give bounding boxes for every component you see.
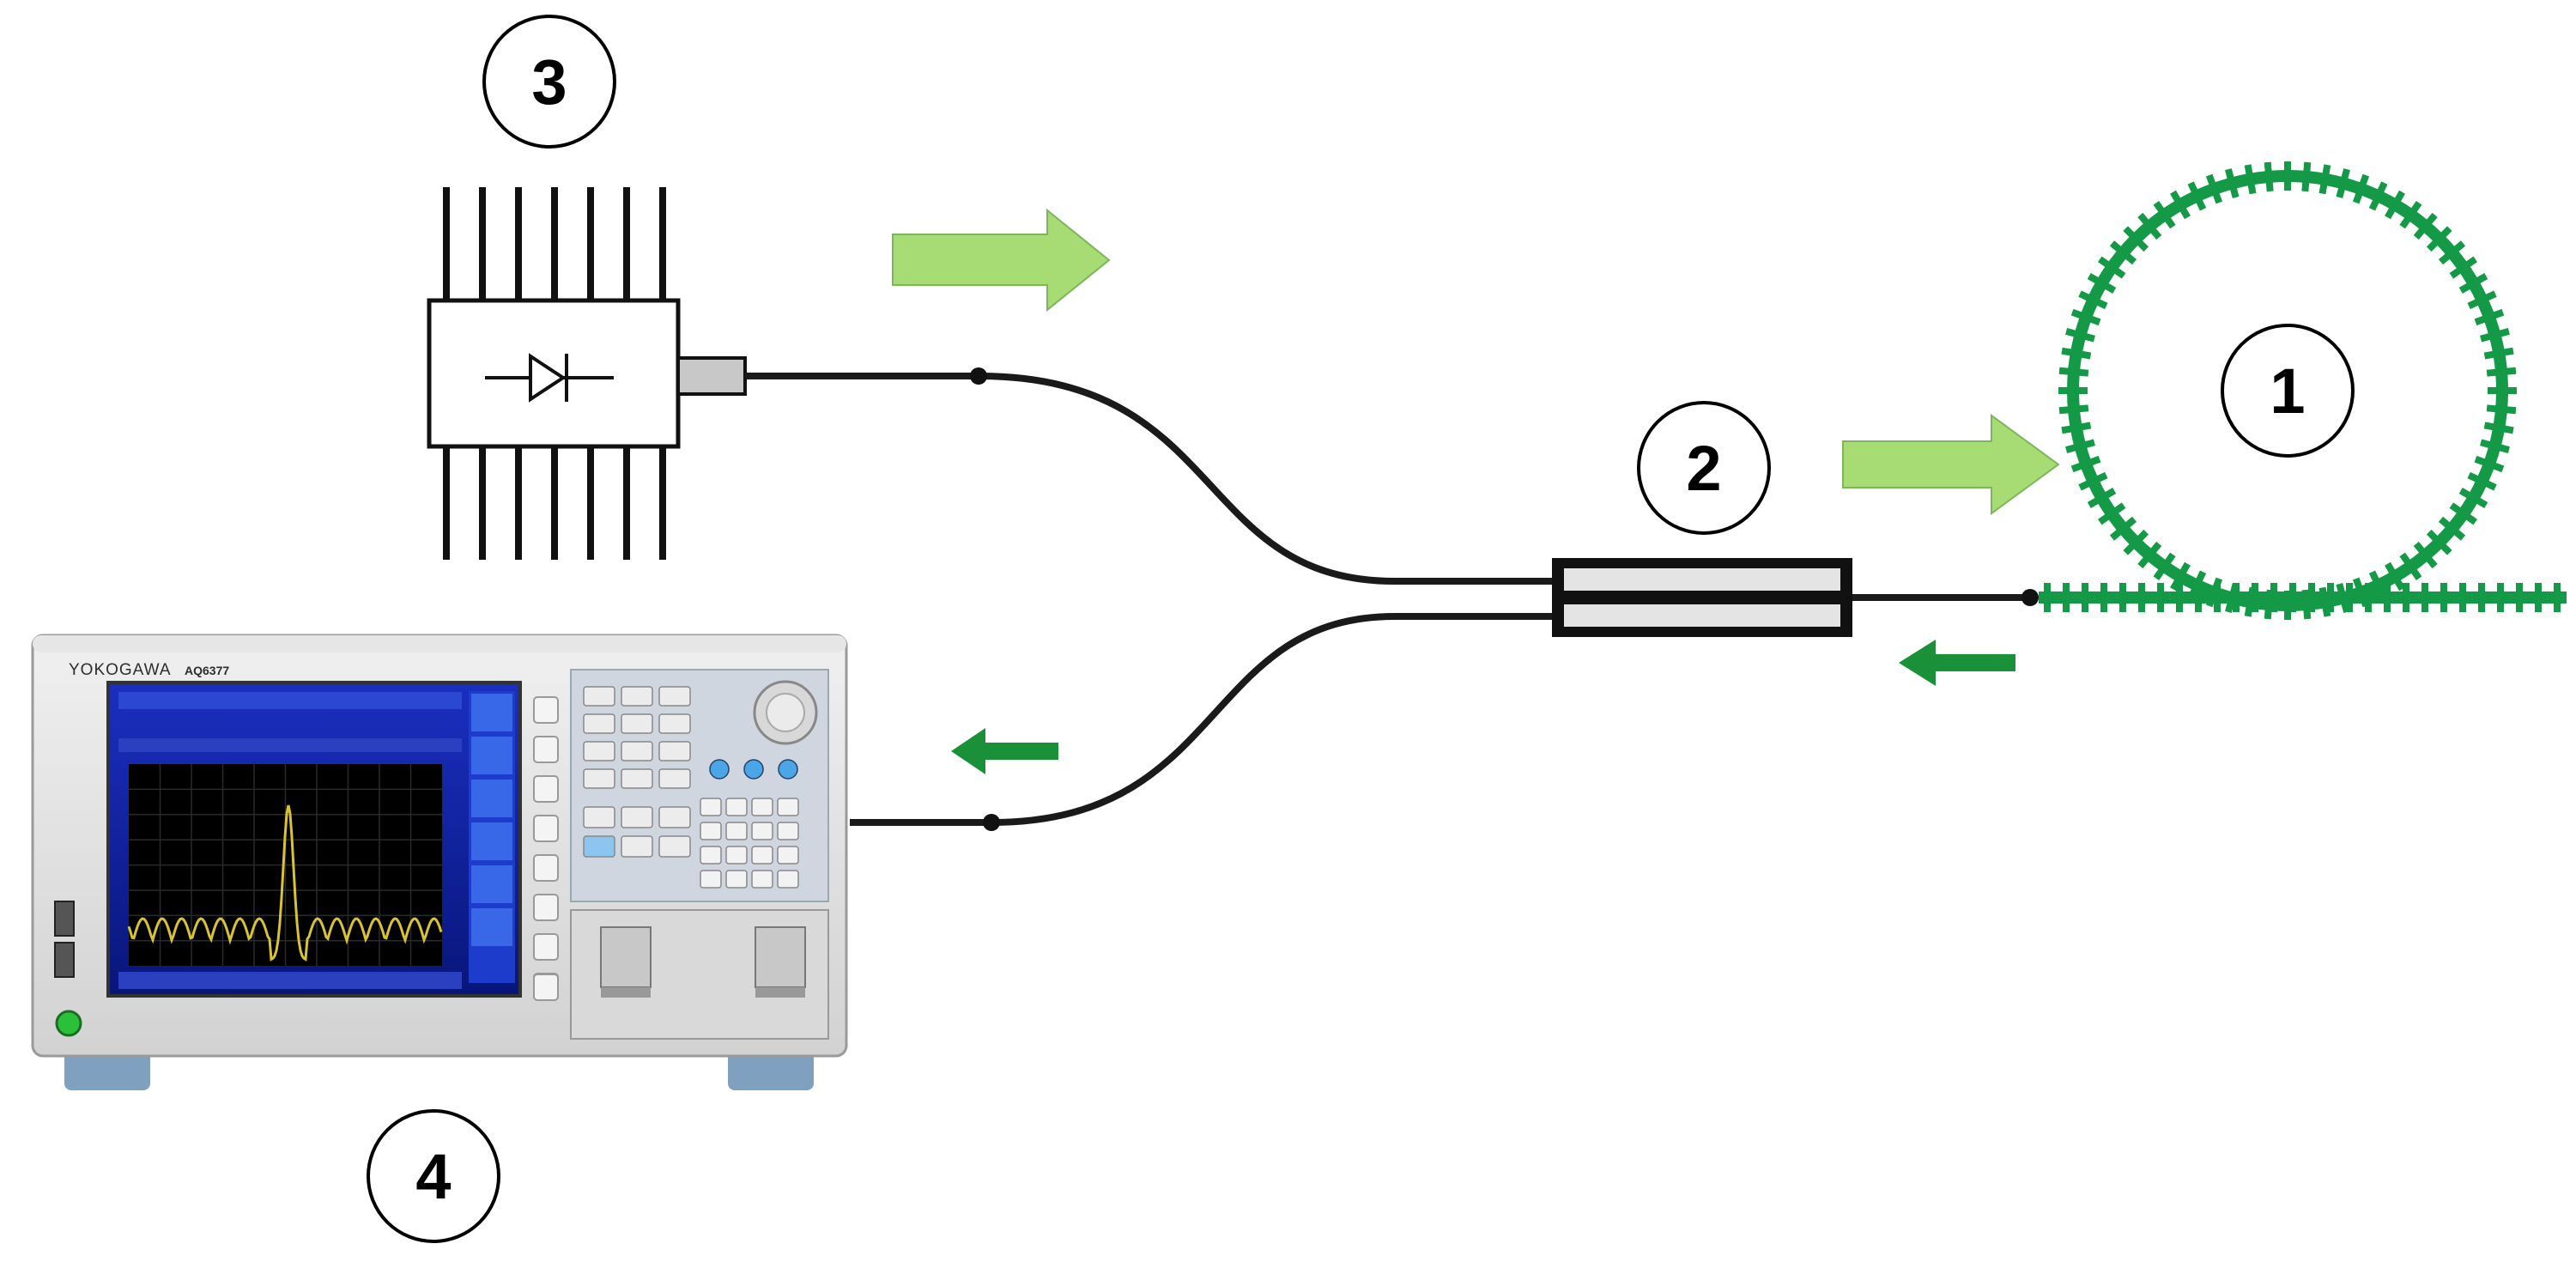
fiber-lead-ticks	[2044, 583, 2561, 612]
splice-point	[970, 367, 987, 385]
splice-point	[2021, 589, 2039, 606]
pump-laser-bottom-pins	[443, 446, 666, 560]
usb-port	[54, 942, 75, 978]
spectrum-grid	[129, 764, 442, 966]
label-3: 3	[482, 15, 616, 149]
coupler-upper-tube	[1564, 568, 1840, 591]
coupler	[1552, 558, 1852, 637]
splice-point	[983, 814, 1000, 831]
fiber-lines	[745, 373, 2030, 826]
backward-arrow-icon	[951, 728, 1058, 774]
svg-text:1: 1	[2270, 355, 2305, 427]
diode-icon	[485, 353, 614, 403]
power-button	[55, 1010, 82, 1037]
backward-arrow-icon	[1899, 640, 2015, 686]
optical-port	[755, 926, 806, 988]
forward-arrow-icon	[1842, 414, 2060, 515]
optical-port	[600, 926, 652, 988]
softkey-panel	[469, 691, 515, 983]
pump-fiber	[745, 373, 1558, 585]
label-4: 4	[367, 1109, 500, 1243]
svg-text:3: 3	[531, 46, 567, 118]
pump-laser-connector	[676, 356, 747, 396]
label-2: 2	[1637, 401, 1771, 535]
svg-text:2: 2	[1686, 433, 1721, 504]
usb-port	[54, 901, 75, 937]
analyzer-fiber	[850, 613, 1558, 826]
analyzer-model: AQ6377	[185, 664, 229, 677]
analyzer-brand: YOKOGAWA	[69, 661, 172, 679]
pump-laser-top-pins	[443, 187, 666, 300]
svg-text:4: 4	[415, 1141, 451, 1212]
keypad	[583, 686, 799, 889]
optical-spectrum-analyzer: YOKOGAWA AQ6377	[31, 634, 848, 1090]
spectrum-trace	[127, 804, 443, 962]
fiber-ring	[2039, 161, 2567, 620]
forward-arrow-icon	[892, 208, 1111, 312]
pump-laser	[427, 187, 747, 560]
softkey-buttons	[533, 696, 559, 1001]
coupler-lower-tube	[1564, 604, 1840, 627]
label-1: 1	[2221, 324, 2355, 458]
